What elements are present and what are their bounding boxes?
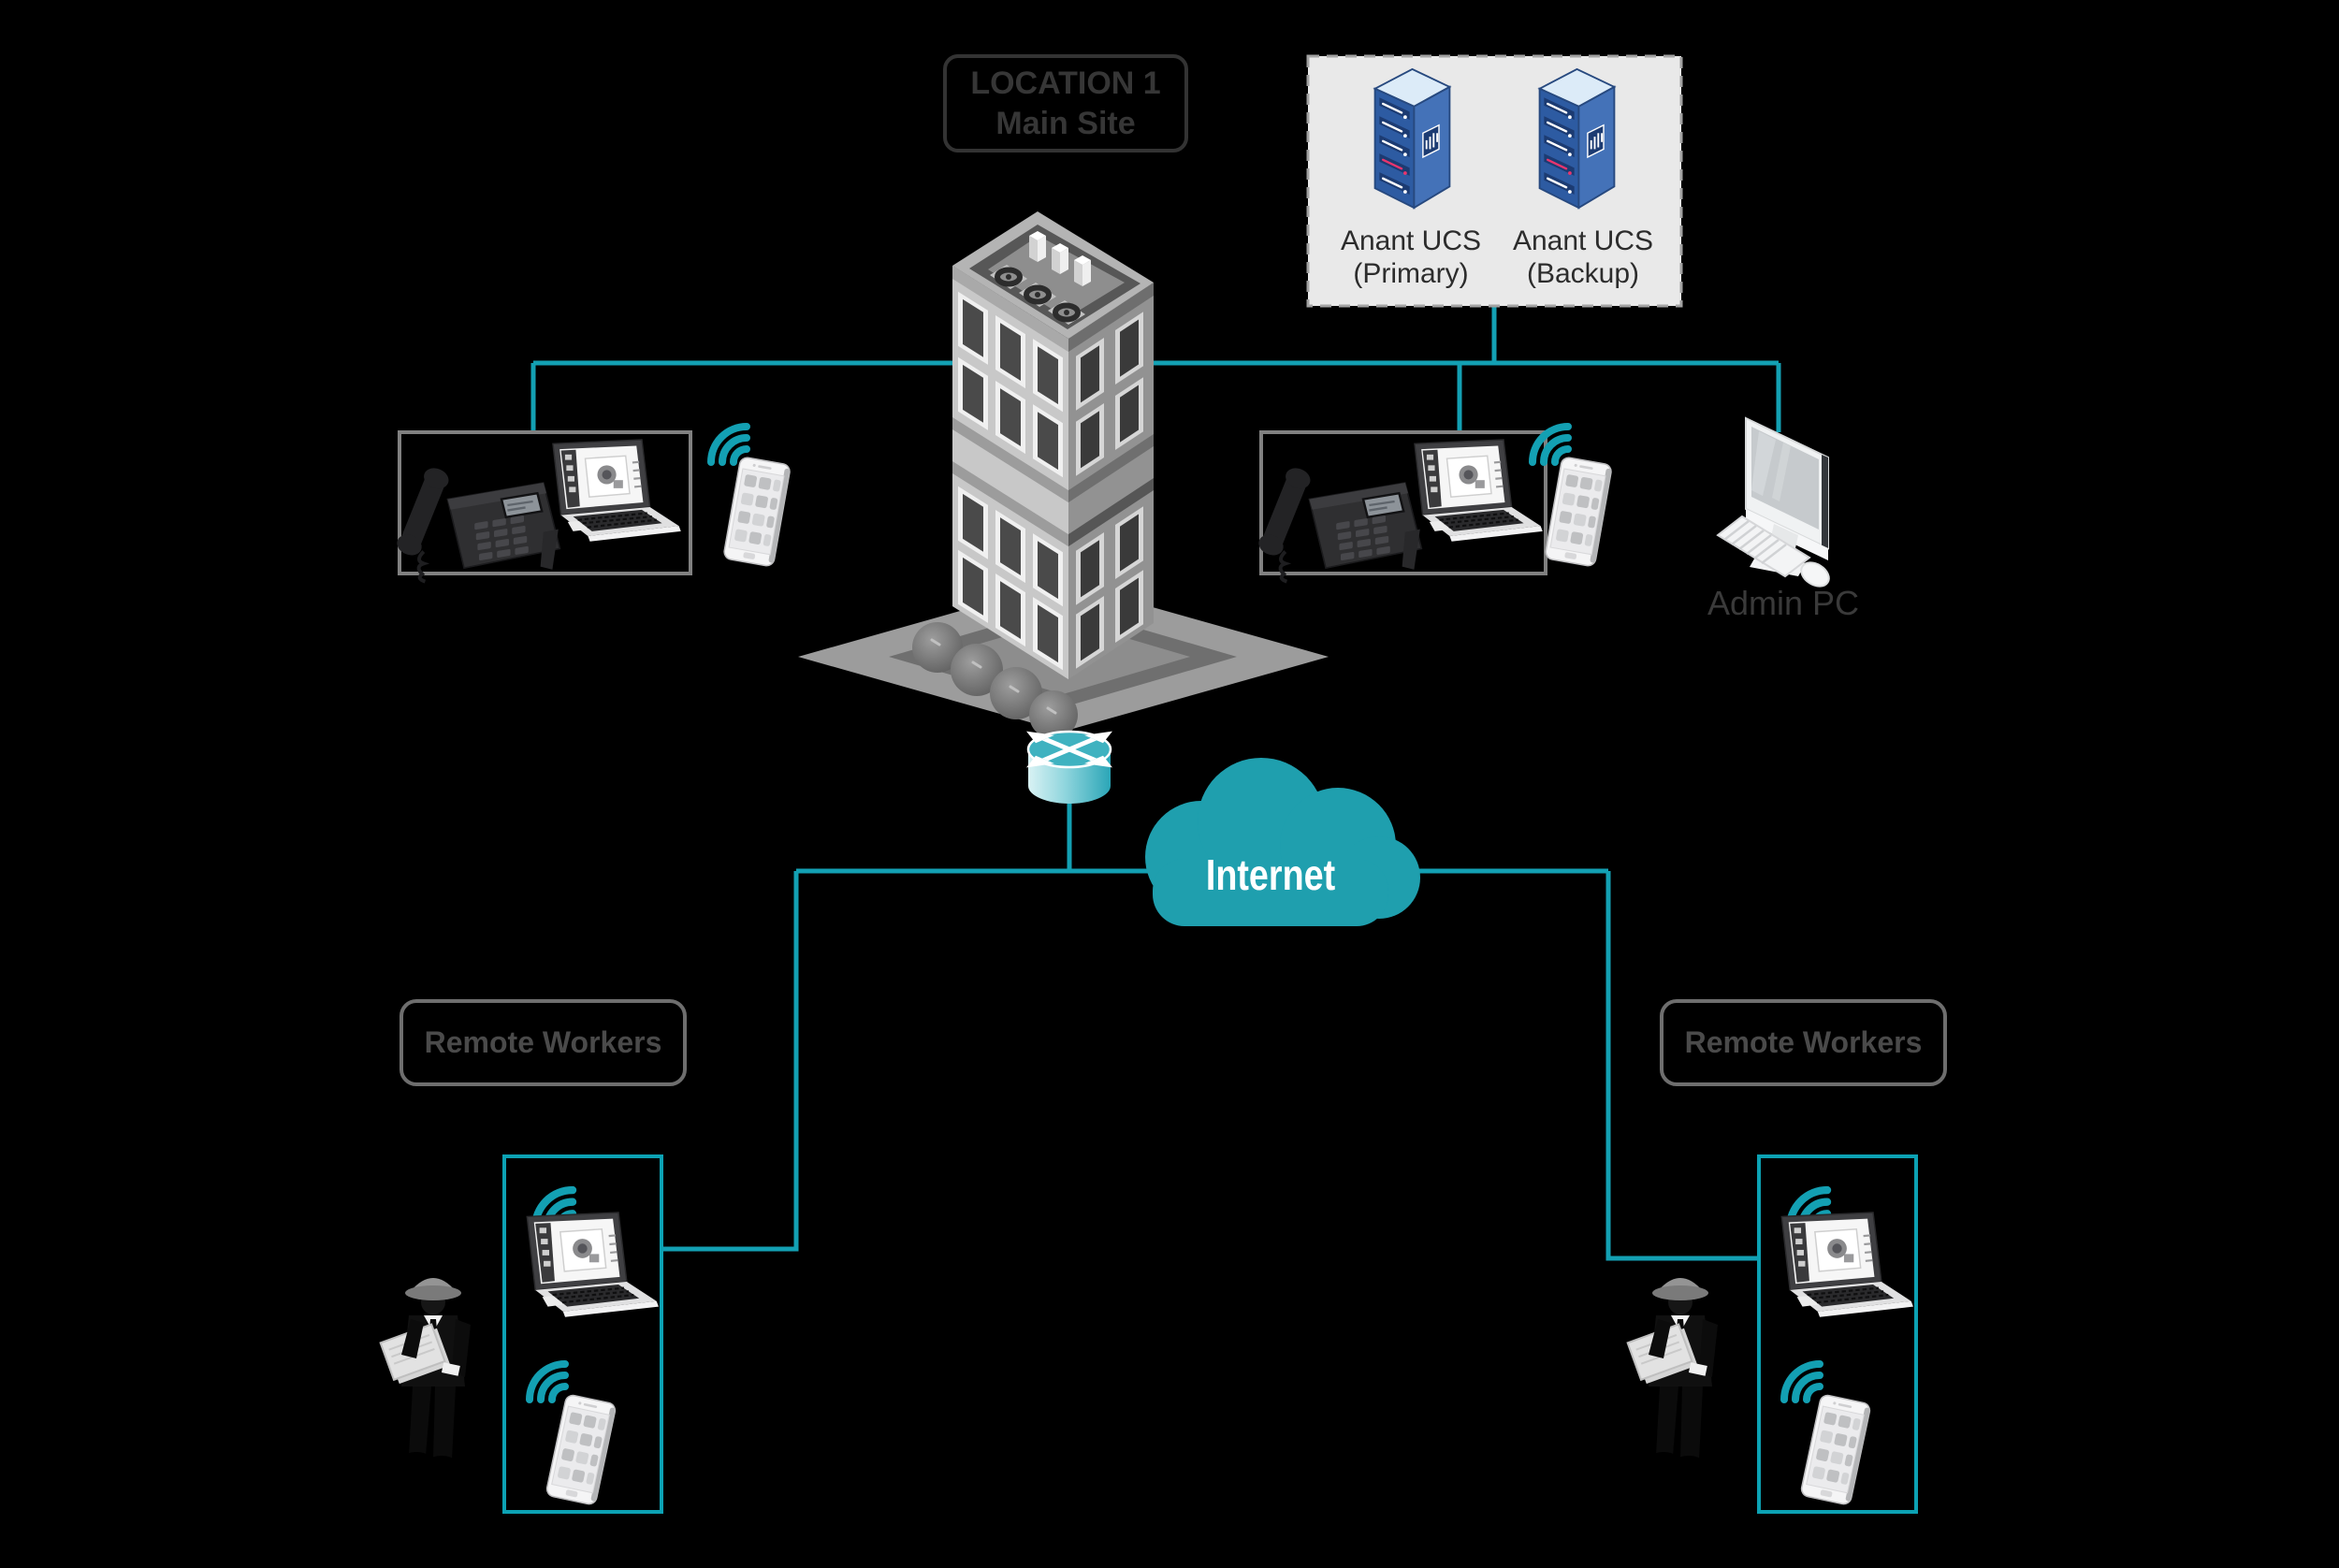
server-tower-icon-primary: [1373, 67, 1451, 210]
router-icon: [1026, 730, 1112, 804]
office-devices-left: [394, 430, 692, 582]
remote-workers-left-text: Remote Workers: [424, 1025, 662, 1059]
server-primary-role: (Primary): [1353, 258, 1469, 290]
server-primary-caption: Anant UCS (Primary): [1312, 225, 1510, 291]
server-primary-name: Anant UCS: [1340, 225, 1482, 256]
link-remote-right: [1605, 871, 1759, 1261]
server-backup-role: (Backup): [1526, 258, 1640, 290]
remote-workers-right-text: Remote Workers: [1684, 1025, 1923, 1059]
server-backup-caption: Anant UCS (Backup): [1484, 225, 1682, 291]
smartphone-icon: [722, 456, 792, 568]
office-building-icon: [952, 211, 1154, 680]
worker-icon: [1626, 1277, 1719, 1466]
keyboard-icon: [1716, 515, 1811, 578]
server-cluster-box: [1306, 54, 1683, 308]
remote-workers-left-label: Remote Workers: [400, 999, 687, 1086]
desktop-computer-icon: [1716, 416, 1830, 588]
roof-vents: [990, 265, 1085, 325]
location-label-line2: Main Site: [995, 105, 1136, 141]
admin-pc-label: Admin PC: [1707, 584, 1860, 622]
wifi-icon: [711, 427, 747, 462]
server-tower-icon-backup: [1538, 67, 1616, 210]
smartphone-icon: [545, 1393, 617, 1506]
laptop-icon: [551, 438, 682, 543]
roof-chimneys: [1029, 231, 1091, 286]
wifi-icon: [1784, 1364, 1820, 1400]
desk-phone-icon: [1256, 465, 1421, 582]
internet-label: Internet: [1186, 849, 1355, 900]
bushes: [912, 622, 1078, 739]
admin-pc-caption: Admin PC: [1690, 584, 1877, 623]
worker-icon: [379, 1277, 472, 1466]
laptop-icon: [1413, 438, 1544, 543]
location-label: LOCATION 1 Main Site: [943, 54, 1188, 152]
link-remote-left: [661, 871, 799, 1252]
remote-workers-right-label: Remote Workers: [1660, 999, 1947, 1086]
server-backup-name: Anant UCS: [1512, 225, 1654, 256]
remote-worker-left-group: [502, 1154, 663, 1514]
remote-worker-right-group: [1757, 1154, 1918, 1514]
office-devices-right: [1256, 430, 1547, 582]
network-links: [530, 306, 1781, 1261]
wifi-icon: [530, 1364, 565, 1400]
mouse-icon: [1800, 561, 1830, 588]
smartphone-icon: [1799, 1393, 1872, 1506]
desk-phone-icon: [394, 465, 559, 582]
location-label-line1: LOCATION 1: [970, 65, 1161, 101]
internet-label-text: Internet: [1205, 850, 1336, 899]
smartphone-icon: [1544, 456, 1614, 568]
laptop-icon: [1780, 1211, 1915, 1318]
laptop-icon: [526, 1211, 661, 1318]
internet-cloud-icon: [1145, 758, 1420, 926]
